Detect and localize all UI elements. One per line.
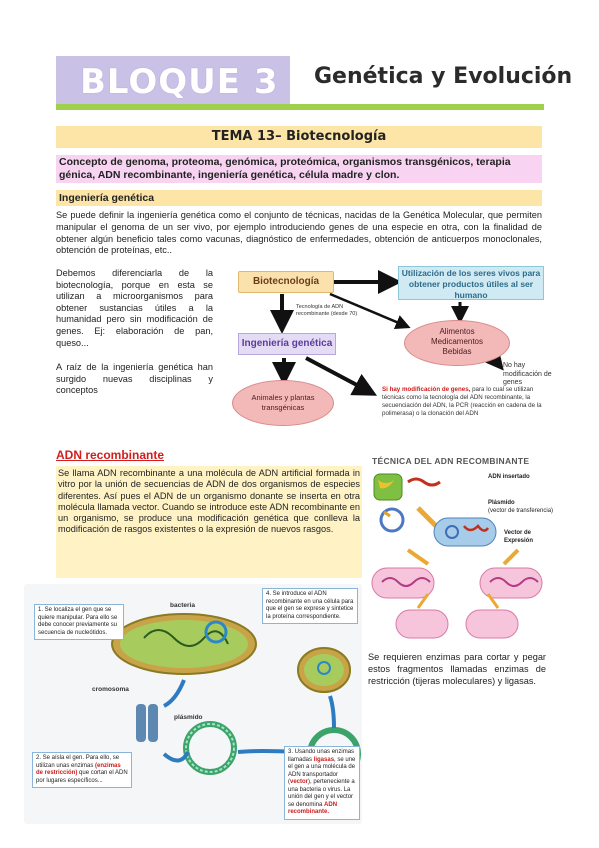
productos-ellipse: Alimentos Medicamentos Bebidas <box>404 320 510 366</box>
step-3-text-a: 3. Usando unas enzimas llamadas <box>288 749 355 763</box>
adn-insertado-label: ADN insertado <box>488 474 530 480</box>
biotecnologia-box: Biotecnología <box>238 271 334 293</box>
medicamentos-label: Medicamentos <box>430 337 484 346</box>
vector-label: Vector de <box>504 530 532 536</box>
step-2-text-b: que cortan el ADN por lugares específico… <box>36 770 128 784</box>
step-3-text-c: ), perteneciente a una bacteria o virus.… <box>288 779 355 808</box>
utilizacion-box: Utilización de los seres vivos para obte… <box>398 266 544 300</box>
transgenicos-ellipse: Animales y plantas transgénicas <box>232 380 334 426</box>
bloque-label: BLOQUE 3 <box>80 62 279 102</box>
cromosoma-label: cromosoma <box>92 686 129 693</box>
si-modificacion-text: para lo cual se utilizan técnicas como l… <box>382 386 542 417</box>
adn-recombinante-text: Se llama ADN recombinante a una molécula… <box>56 466 362 578</box>
si-modificacion-highlight: Si hay modificación de genes, <box>382 386 471 393</box>
ingenieria-box: Ingeniería genética <box>238 333 336 355</box>
step-2-note: 2. Se aísla el gen. Para ello, se utiliz… <box>32 752 132 788</box>
step-3-note: 3. Usando unas enzimas llamadas ligasas,… <box>284 746 360 820</box>
step-4-note: 4. Se introduce el ADN recombinante en u… <box>262 588 358 624</box>
ingenieria-heading: Ingeniería genética <box>56 190 542 206</box>
page-title: Genética y Evolución <box>314 64 573 89</box>
enzimas-paragraph: Se requieren enzimas para cortar y pegar… <box>368 652 546 686</box>
vector-label-2: Expresión <box>504 538 534 544</box>
header-divider <box>56 104 544 110</box>
tema-heading: TEMA 13– Biotecnología <box>56 126 542 148</box>
step-3-ligasas: ligasas <box>313 756 335 763</box>
plasmido-label: Plásmido <box>488 500 515 506</box>
step-2-text-a: 2. Se aísla el gen. Para ello, se utiliz… <box>36 755 120 769</box>
concepto-heading: Concepto de genoma, proteoma, genómica, … <box>56 155 542 183</box>
si-modificacion-note: Si hay modificación de genes, para lo cu… <box>382 386 552 418</box>
bebidas-label: Bebidas <box>442 347 472 356</box>
plasmido-sub-label: (vector de transferencia) <box>488 508 554 514</box>
adn-recombinante-note: Tecnología de ADN recombinante (desde 70… <box>296 304 358 317</box>
no-modificacion-note: No hay modificación de genes <box>503 362 552 386</box>
step-1-note: 1. Se localiza el gen que se quiere mani… <box>34 604 124 640</box>
ingenieria-paragraph: Se puede definir la ingeniería genética … <box>56 210 542 256</box>
bacteria-label: bacteria <box>170 602 195 609</box>
disciplinas-paragraph: A raíz de la ingeniería genética han sur… <box>56 362 213 396</box>
tecnica-illustration <box>371 473 543 639</box>
tecnica-title: TÉCNICA DEL ADN RECOMBINANTE <box>372 456 530 466</box>
alimentos-label: Alimentos <box>439 327 475 336</box>
step-3-adn: ADN recombinante. <box>288 801 338 816</box>
bloque-banner <box>56 56 290 104</box>
biotecnologia-paragraph: Debemos diferenciarla de la biotecnologí… <box>56 268 213 348</box>
step-3-text-b: , se une el gen a una molécula de ADN tr… <box>288 756 356 786</box>
adn-recombinante-title: ADN recombinante <box>56 448 165 462</box>
plasmido-fig-label: plásmido <box>174 714 203 721</box>
step-2-enzimas: (enzimas de restricción) <box>36 762 121 777</box>
step-3-vector: vector <box>290 779 309 785</box>
biotecnologia-diagram-arrows <box>270 270 504 396</box>
